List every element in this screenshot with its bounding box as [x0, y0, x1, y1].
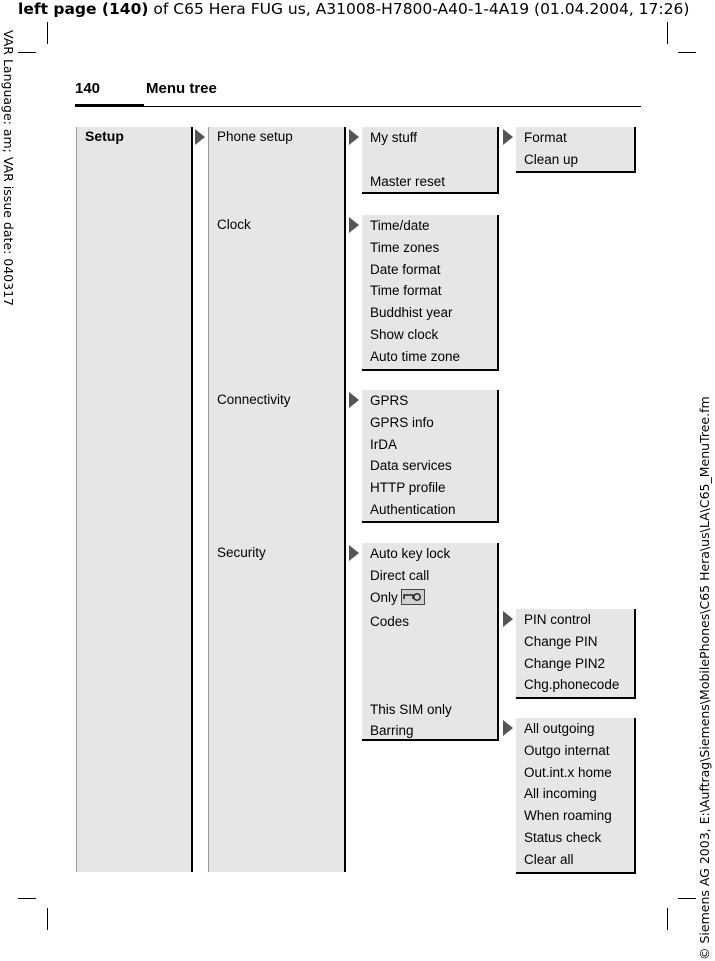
security-submenu: Auto key lock Direct call Only Codes Thi… [362, 543, 499, 741]
menu-item-time-zones: Time zones [370, 239, 440, 255]
menu-item-show-clock: Show clock [370, 326, 439, 342]
page-number: 140 [75, 80, 101, 97]
crop-mark [18, 898, 36, 899]
menu-item-only: Only [362, 587, 497, 612]
menu-item-phone-setup: Phone setup [217, 129, 293, 144]
connectivity-submenu: GPRS GPRS info IrDA Data services HTTP p… [362, 390, 499, 523]
crop-mark [47, 908, 48, 930]
document-header: left page (140) of C65 Hera FUG us, A310… [18, 0, 689, 18]
menu-item-connectivity: Connectivity [217, 392, 291, 407]
phone-setup-submenu: My stuff Master reset [362, 127, 499, 194]
root-column [76, 127, 193, 872]
submenu-arrow-icon [349, 217, 359, 233]
menu-item-clean-up: Clean up [524, 151, 579, 167]
crop-mark [18, 52, 36, 53]
menu-item-security: Security [217, 545, 266, 560]
menu-spacer [362, 149, 497, 171]
barring-submenu: All outgoing Outgo internat Out.int.x ho… [516, 718, 636, 874]
menu-root-setup: Setup [85, 128, 124, 144]
file-path-text: © Siemens AG 2003, E:\Auftrag\Siemens\Mo… [697, 396, 712, 960]
menu-item-outgo-internat: Outgo internat [524, 742, 610, 758]
codes-submenu: PIN control Change PIN Change PIN2 Chg.p… [516, 609, 636, 699]
level1-column [208, 127, 346, 872]
right-margin-note: © Siemens AG 2003, E:\Auftrag\Siemens\Mo… [693, 390, 715, 960]
clock-submenu: Time/date Time zones Date format Time fo… [362, 215, 499, 371]
menu-item-format: Format [524, 130, 567, 145]
menu-item-this-sim-only: This SIM only [370, 701, 452, 717]
menu-item-date-format: Date format [370, 261, 441, 277]
menu-item-gprs-info: GPRS info [370, 414, 434, 430]
menu-item-data-services: Data services [370, 458, 452, 474]
menu-item-codes: Codes [370, 614, 410, 630]
menu-item-pin-control: PIN control [524, 612, 591, 627]
menu-item-change-pin2: Change PIN2 [524, 655, 606, 671]
crop-mark [667, 908, 668, 930]
menu-item-clock: Clock [217, 217, 251, 232]
menu-item-http-profile: HTTP profile [370, 480, 446, 496]
key-icon [400, 588, 425, 612]
menu-item-when-roaming: When roaming [524, 808, 612, 824]
crop-mark [667, 22, 668, 44]
menu-spacer [362, 677, 497, 699]
menu-item-auto-time-zone: Auto time zone [370, 348, 461, 364]
header-rule [75, 106, 641, 107]
menu-item-change-pin: Change PIN [524, 633, 598, 649]
menu-item-direct-call: Direct call [370, 567, 430, 583]
menu-item-clear-all: Clear all [524, 851, 574, 867]
menu-item-out-int-x-home: Out.int.x home [524, 764, 612, 780]
menu-item-irda: IrDA [370, 436, 397, 452]
menu-item-barring: Barring [370, 723, 414, 739]
menu-item-status-check: Status check [524, 829, 602, 845]
menu-item-gprs: GPRS [370, 393, 409, 408]
header-file-info: of C65 Hera FUG us, A31008-H7800-A40-1-4… [148, 0, 690, 18]
submenu-arrow-icon [349, 392, 359, 408]
menu-spacer [362, 633, 497, 655]
submenu-arrow-icon [503, 611, 513, 627]
menu-item-authentication: Authentication [370, 501, 456, 517]
submenu-arrow-icon [349, 129, 359, 145]
submenu-arrow-icon [349, 545, 359, 561]
left-margin-note: VAR Language: am; VAR issue date: 040317 [0, 30, 22, 330]
submenu-arrow-icon [195, 129, 205, 145]
crop-mark [47, 22, 48, 44]
menu-item-all-outgoing: All outgoing [524, 721, 595, 736]
submenu-arrow-icon [503, 129, 513, 145]
header-page-ref: left page (140) [18, 0, 149, 18]
my-stuff-submenu: Format Clean up [516, 127, 636, 173]
submenu-arrow-icon [503, 720, 513, 736]
menu-item-time-format: Time format [370, 283, 442, 299]
menu-spacer [362, 655, 497, 677]
menu-item-my-stuff: My stuff [370, 130, 418, 145]
crop-mark [678, 898, 696, 899]
var-language-text: VAR Language: am; VAR issue date: 040317 [1, 30, 16, 306]
menu-item-chg-phonecode: Chg.phonecode [524, 677, 620, 693]
menu-item-auto-key-lock: Auto key lock [370, 546, 451, 561]
menu-item-only-label: Only [370, 589, 398, 605]
crop-mark [678, 52, 696, 53]
menu-item-buddhist-year: Buddhist year [370, 305, 453, 321]
menu-item-master-reset: Master reset [370, 173, 446, 189]
page-title: Menu tree [146, 80, 217, 97]
menu-item-time-date: Time/date [370, 218, 430, 233]
header-rule-accent [75, 104, 144, 107]
menu-item-all-incoming: All incoming [524, 786, 597, 802]
